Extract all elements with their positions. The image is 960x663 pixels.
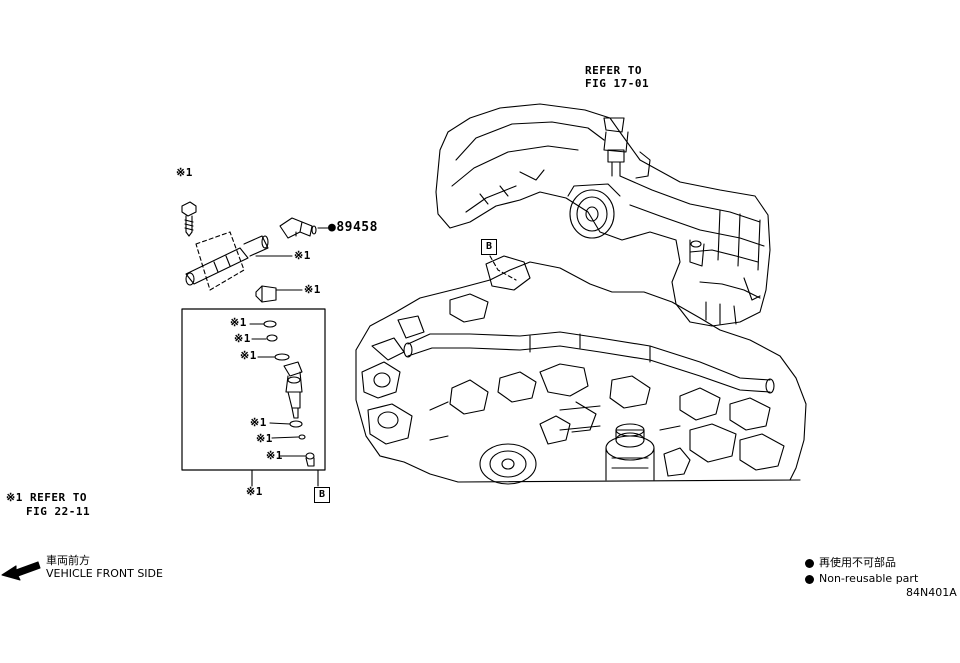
- mark-ring-4: ※1: [250, 416, 267, 429]
- legend-en-text: Non-reusable part: [819, 572, 919, 585]
- refer-left-line1: ※1 REFER TO: [6, 491, 87, 504]
- front-side-en: VEHICLE FRONT SIDE: [46, 567, 163, 580]
- leader-line-dashed: [489, 255, 517, 281]
- refer-top-line2: FIG 17-01: [585, 77, 650, 90]
- engine-block: [355, 255, 807, 485]
- legend-jp: 再使用不可部品: [791, 545, 896, 581]
- mark-box: ※1: [246, 485, 263, 498]
- part-number-label: ●89458: [328, 220, 378, 235]
- mark-ring-5: ※1: [256, 432, 273, 445]
- drawing-id: 84N401A: [906, 586, 957, 599]
- refer-left-line2: FIG 22-11: [26, 505, 91, 518]
- mark-bolt: ※1: [176, 166, 193, 179]
- front-side-arrow: [1, 561, 41, 581]
- mark-rail: ※1: [294, 249, 311, 262]
- mark-ring-2: ※1: [234, 332, 251, 345]
- mark-clip: ※1: [304, 283, 321, 296]
- box-label-b-top: B: [481, 239, 497, 255]
- box-label-b-bottom: B: [314, 487, 330, 503]
- non-reusable-dot-icon: [805, 574, 814, 584]
- mark-ring-3: ※1: [240, 349, 257, 362]
- non-reusable-dot-icon: [805, 558, 814, 568]
- intake-manifold: [435, 103, 771, 327]
- legend-jp-text: 再使用不可部品: [819, 556, 896, 569]
- refer-top-line1: REFER TO: [585, 64, 642, 77]
- legend-en: Non-reusable part: [791, 561, 918, 597]
- front-side-jp: 車両前方: [46, 554, 90, 567]
- fuel-rail-parts: [181, 201, 329, 487]
- mark-ring-6: ※1: [266, 449, 283, 462]
- mark-ring-1: ※1: [230, 316, 247, 329]
